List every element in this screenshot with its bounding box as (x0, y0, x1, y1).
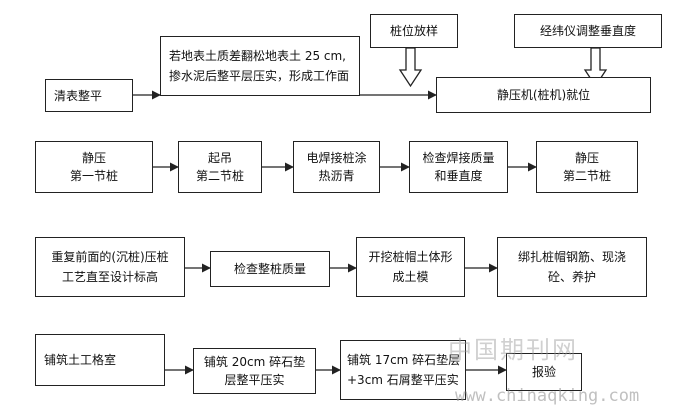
node-text: 静压机(桩机)就位 (496, 88, 591, 102)
node-text: 开挖桩帽土体形 (368, 250, 453, 264)
node-build-grid: 铺筑土工格室 (35, 334, 165, 386)
node-theodolite: 经纬仪调整垂直度 (514, 14, 662, 48)
node-text: 第二节桩 (195, 169, 244, 183)
node-text: 成土模 (392, 270, 429, 284)
node-rebar-cast: 绑扎桩帽钢筋、现浇 砼、养护 (497, 237, 647, 297)
node-text: 和垂直度 (434, 169, 483, 183)
node-check-weld: 检查焊接质量 和垂直度 (409, 141, 508, 193)
node-weld-coat: 电焊接桩涂 热沥青 (293, 141, 380, 193)
node-excavate-cap: 开挖桩帽土体形 成土模 (356, 237, 465, 297)
node-text: 检查整桩质量 (233, 262, 306, 276)
node-text: 层整平压实 (224, 373, 285, 387)
node-text: 砼、养护 (547, 270, 596, 284)
node-pile-layout: 桩位放样 (370, 14, 458, 48)
node-text: 重复前面的(沉桩)压桩 (51, 250, 169, 264)
node-text: 桩位放样 (389, 24, 438, 38)
node-text: 掺水泥后整平层压实，形成工作面 (169, 69, 350, 83)
node-text: 第二节桩 (562, 169, 611, 183)
node-text: 热沥青 (318, 169, 355, 183)
node-gravel-17: 铺筑 17cm 碎石垫层 +3cm 石屑整平压实 (340, 340, 466, 400)
node-text: 经纬仪调整垂直度 (539, 24, 636, 38)
node-text: 绑扎桩帽钢筋、现浇 (517, 250, 626, 264)
node-text: 静压 (574, 151, 599, 165)
node-text: 静压 (81, 151, 106, 165)
block-arrow-pile-layout (398, 47, 423, 88)
node-clear-level: 清表整平 (45, 79, 133, 112)
node-machine-position: 静压机(桩机)就位 (436, 77, 651, 113)
node-repeat-press: 重复前面的(沉桩)压桩 工艺直至设计标高 (35, 237, 185, 297)
node-text: 工艺直至设计标高 (61, 270, 158, 284)
node-press-second: 静压 第二节桩 (536, 141, 638, 193)
node-text: 铺筑 17cm 碎石垫层 (347, 353, 461, 367)
node-text: 起吊 (207, 151, 232, 165)
node-text: 铺筑 20cm 碎石垫 (203, 355, 306, 369)
node-text: 若地表土质差翻松地表土 25 cm, (169, 49, 347, 63)
node-text: 铺筑土工格室 (44, 353, 117, 367)
node-text: +3cm 石屑整平压实 (347, 373, 459, 387)
node-text: 第一节桩 (69, 169, 118, 183)
node-press-first: 静压 第一节桩 (35, 141, 153, 193)
node-work-surface: 若地表土质差翻松地表土 25 cm, 掺水泥后整平层压实，形成工作面 (160, 36, 360, 96)
node-check-pile: 检查整桩质量 (210, 251, 330, 287)
node-gravel-20: 铺筑 20cm 碎石垫 层整平压实 (193, 348, 316, 394)
node-report: 报验 (506, 353, 582, 391)
node-text: 清表整平 (54, 88, 103, 103)
node-text: 电焊接桩涂 (306, 151, 367, 165)
node-text: 报验 (531, 365, 556, 379)
node-lift-second: 起吊 第二节桩 (178, 141, 262, 193)
node-text: 检查焊接质量 (422, 151, 495, 165)
